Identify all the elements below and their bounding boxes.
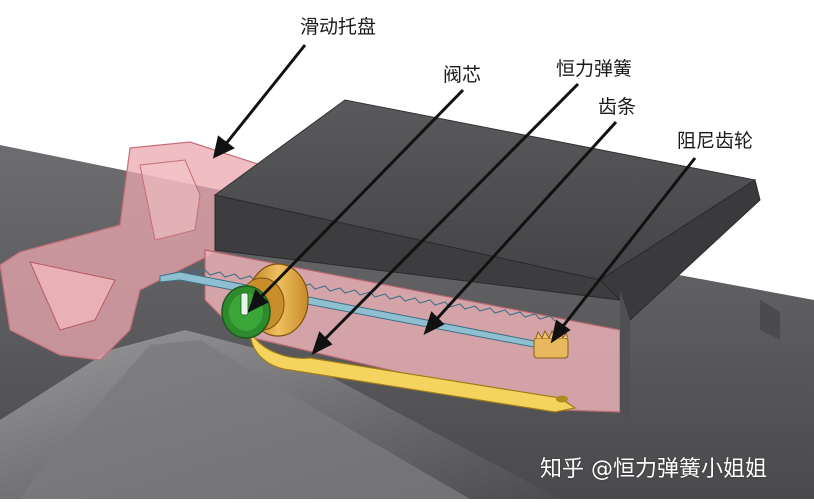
label-sliding-tray: 滑动托盘 [300,16,377,38]
spring-strip [249,329,577,413]
label-constant-force-spring: 恒力弹簧 [556,58,633,80]
leader-rack [432,120,618,324]
spring-end-hole [556,395,568,403]
leader-spring [320,82,580,344]
watermark: 知乎 @恒力弹簧小姐姐 [540,457,767,482]
arrow-gear [550,319,571,344]
arrow-spring [311,331,333,355]
label-valve-core: 阀芯 [443,64,482,86]
leader-valve-core [256,88,465,302]
arrow-rack [423,311,445,335]
leader-lines [212,44,697,355]
leader-sliding-tray [223,44,307,146]
housing-right-step [760,300,780,340]
damper-gear [533,329,569,359]
right-wall [620,290,630,420]
label-damper-gear: 阻尼齿轮 [677,130,754,152]
tray-scoop [29,261,116,331]
label-rack: 齿条 [598,96,637,118]
arrow-sliding-tray [212,135,235,159]
housing-groove [20,340,470,499]
tray-inner-wall [139,159,201,241]
arrow-valve-core [247,289,269,313]
leader-gear [558,157,697,331]
